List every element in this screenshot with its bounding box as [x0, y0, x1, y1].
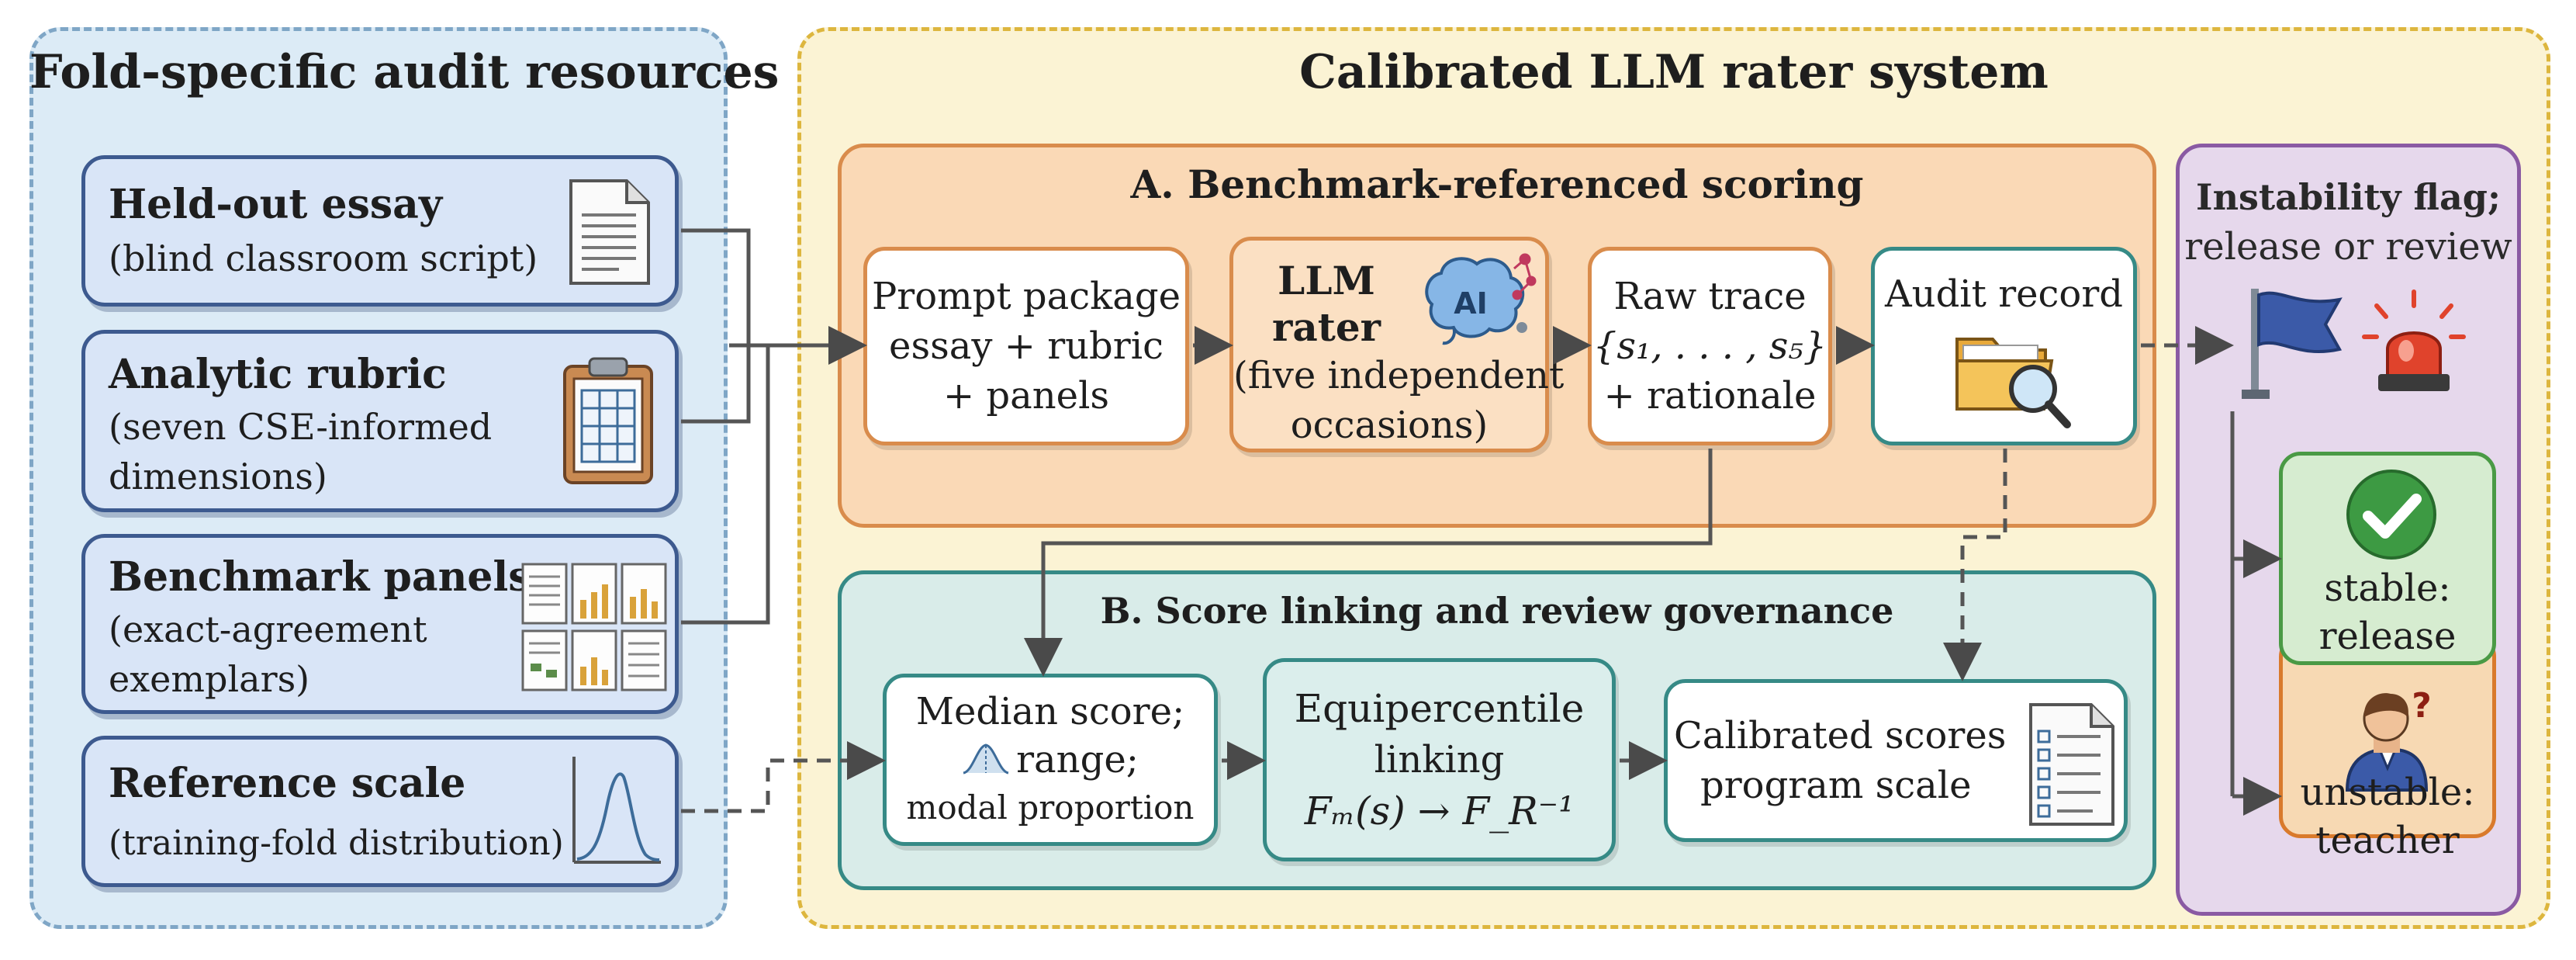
check-circle-icon — [2346, 470, 2436, 560]
raw-trace-scores: {s₁, . . . , s₅} — [1592, 324, 1827, 368]
ai-brain-icon: AI — [1425, 253, 1537, 345]
equipercentile-node: Equipercentile linking Fₘ(s) → F_R⁻¹ — [1263, 658, 1616, 861]
llm-rater-title: LLM — [1278, 258, 1375, 303]
resource-reference-scale: Reference scale (training-fold distribut… — [81, 736, 679, 887]
folder-magnifier-icon — [1955, 338, 2071, 428]
modal-proportion-label: modal proportion — [906, 788, 1195, 827]
release-label: release — [2318, 615, 2457, 658]
equipercentile-title: Equipercentile — [1294, 686, 1585, 731]
audit-resources-title: Fold-specific audit resources — [29, 45, 780, 99]
ai-badge: AI — [1454, 286, 1488, 321]
raw-trace-title: Raw trace — [1613, 275, 1807, 318]
resource-title: Benchmark panels — [109, 553, 531, 601]
median-score-title: Median score; — [915, 690, 1185, 733]
prompt-package-node: Prompt package essay + rubric + panels — [863, 247, 1189, 445]
audit-record-title: Audit record — [1884, 272, 2123, 316]
equipercentile-formula: Fₘ(s) → F_R⁻¹ — [1304, 788, 1575, 834]
section-b-title: B. Score linking and review governance — [1100, 590, 1894, 632]
teacher-label: teacher — [2315, 819, 2460, 862]
calibrated-scores-line: Calibrated scores — [1674, 714, 2007, 757]
prompt-package-line: essay + rubric — [889, 324, 1164, 368]
resource-subtitle: (training-fold distribution) — [109, 823, 564, 863]
equipercentile-linking: linking — [1374, 738, 1505, 782]
calibrated-scores-node: Calibrated scores program scale — [1664, 679, 2128, 842]
range-label: range; — [1016, 738, 1139, 782]
llm-rater-node: LLM rater AI (five independent occasions… — [1229, 237, 1565, 452]
resource-subtitle: dimensions) — [109, 456, 327, 497]
calibrated-rater-title: Calibrated LLM rater system — [1299, 45, 2049, 99]
section-a-title: A. Benchmark-referenced scoring — [1130, 161, 1864, 207]
resource-title: Reference scale — [109, 760, 466, 807]
resource-subtitle: (exact-agreement — [109, 608, 427, 650]
resource-title: Held-out essay — [109, 181, 443, 228]
resource-title: Analytic rubric — [109, 351, 447, 398]
resource-analytic-rubric: Analytic rubric (seven CSE-informed dime… — [81, 330, 679, 512]
benchmark-panels-icon — [521, 563, 667, 691]
resource-held-out-essay: Held-out essay (blind classroom script) — [81, 155, 679, 307]
stable-release-node: stable: release — [2279, 452, 2496, 665]
svg-text:?: ? — [2412, 686, 2432, 726]
median-score-node: Median score; range; modal proportion — [883, 674, 1218, 846]
clipboard-icon — [563, 357, 653, 484]
llm-rater-caption: (five independent — [1233, 354, 1565, 397]
resource-subtitle: (seven CSE-informed — [109, 406, 493, 448]
raw-trace-node: Raw trace {s₁, . . . , s₅} + rationale — [1588, 247, 1832, 445]
resource-subtitle: exemplars) — [109, 658, 310, 700]
resource-benchmark-panels: Benchmark panels (exact-agreement exempl… — [81, 534, 679, 714]
stable-label: stable: — [2324, 567, 2451, 610]
unstable-label: unstable: — [2300, 771, 2475, 814]
document-icon — [569, 179, 650, 285]
calibrated-scores-line: program scale — [1700, 764, 1972, 807]
distribution-curve-icon — [572, 757, 661, 864]
bell-curve-icon — [963, 743, 1009, 775]
llm-rater-title: rater — [1272, 304, 1381, 350]
llm-rater-caption: occasions) — [1290, 404, 1489, 447]
checklist-document-icon — [2029, 703, 2114, 826]
resource-subtitle: (blind classroom script) — [109, 237, 538, 279]
prompt-package-line: + panels — [942, 374, 1110, 418]
instability-title: Instability flag; — [2196, 176, 2501, 218]
instability-subtitle: release or review — [2184, 225, 2512, 269]
raw-trace-rationale: + rationale — [1603, 374, 1817, 418]
prompt-package-line: Prompt package — [872, 275, 1181, 318]
flag-icon — [2242, 289, 2343, 399]
teacher-question-icon: ? — [2345, 686, 2432, 792]
audit-record-node: Audit record — [1871, 247, 2137, 445]
alarm-siren-icon — [2362, 289, 2466, 391]
